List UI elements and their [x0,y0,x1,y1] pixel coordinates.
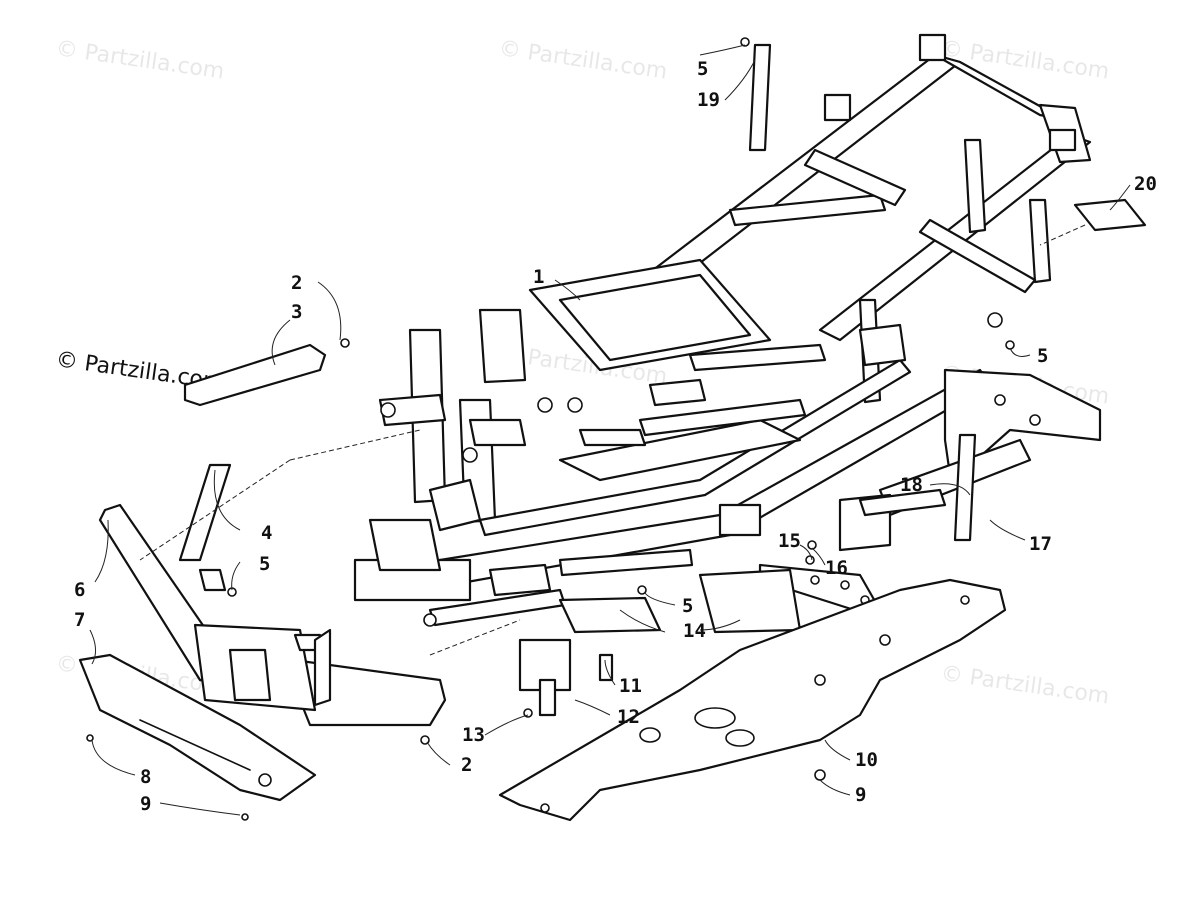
callout-2: 2 [461,754,472,776]
front-bumper [98,503,447,727]
leader-lines [89,44,1131,816]
callout-14: 14 [683,620,706,642]
callout-6: 6 [74,579,85,601]
watermark: © Partzilla.com [497,36,669,84]
callout-5: 5 [697,58,708,80]
callout-13: 13 [462,724,485,746]
bumper-brackets [178,343,327,592]
callout-8: 8 [140,766,151,788]
callout-9: 9 [140,793,151,815]
rear-panel [1073,198,1147,232]
callout-4: 4 [261,522,272,544]
callout-1: 1 [533,266,544,288]
rubber-pads [558,568,802,634]
callout-10: 10 [855,749,878,771]
callout-12: 12 [617,706,640,728]
callout-16: 16 [825,557,848,579]
callout-2: 2 [291,272,302,294]
callout-11: 11 [619,675,642,697]
main-skid-plate [498,578,1007,822]
footrest-assembly [838,368,1102,552]
small-bracket [518,638,614,717]
rear-support-bar [748,43,772,152]
watermark: © Partzilla.com [939,36,1111,84]
callouts: 1 2 3 4 5 5 5 5 6 7 8 9 9 10 11 12 13 14… [74,58,1157,815]
callout-5: 5 [682,595,693,617]
front-skid-plate [78,653,317,802]
callout-9: 9 [855,784,866,806]
main-frame [353,33,1092,627]
callout-7: 7 [74,609,85,631]
callout-19: 19 [697,89,720,111]
callout-5: 5 [1037,345,1048,367]
callout-5: 5 [259,553,270,575]
watermark: © Partzilla.com [939,661,1111,709]
watermark: © Partzilla.com [54,36,226,84]
callout-20: 20 [1134,173,1157,195]
callout-3: 3 [291,301,302,323]
callout-15: 15 [778,530,801,552]
callout-17: 17 [1029,533,1052,555]
callout-18: 18 [900,474,923,496]
fasteners [86,37,1015,821]
